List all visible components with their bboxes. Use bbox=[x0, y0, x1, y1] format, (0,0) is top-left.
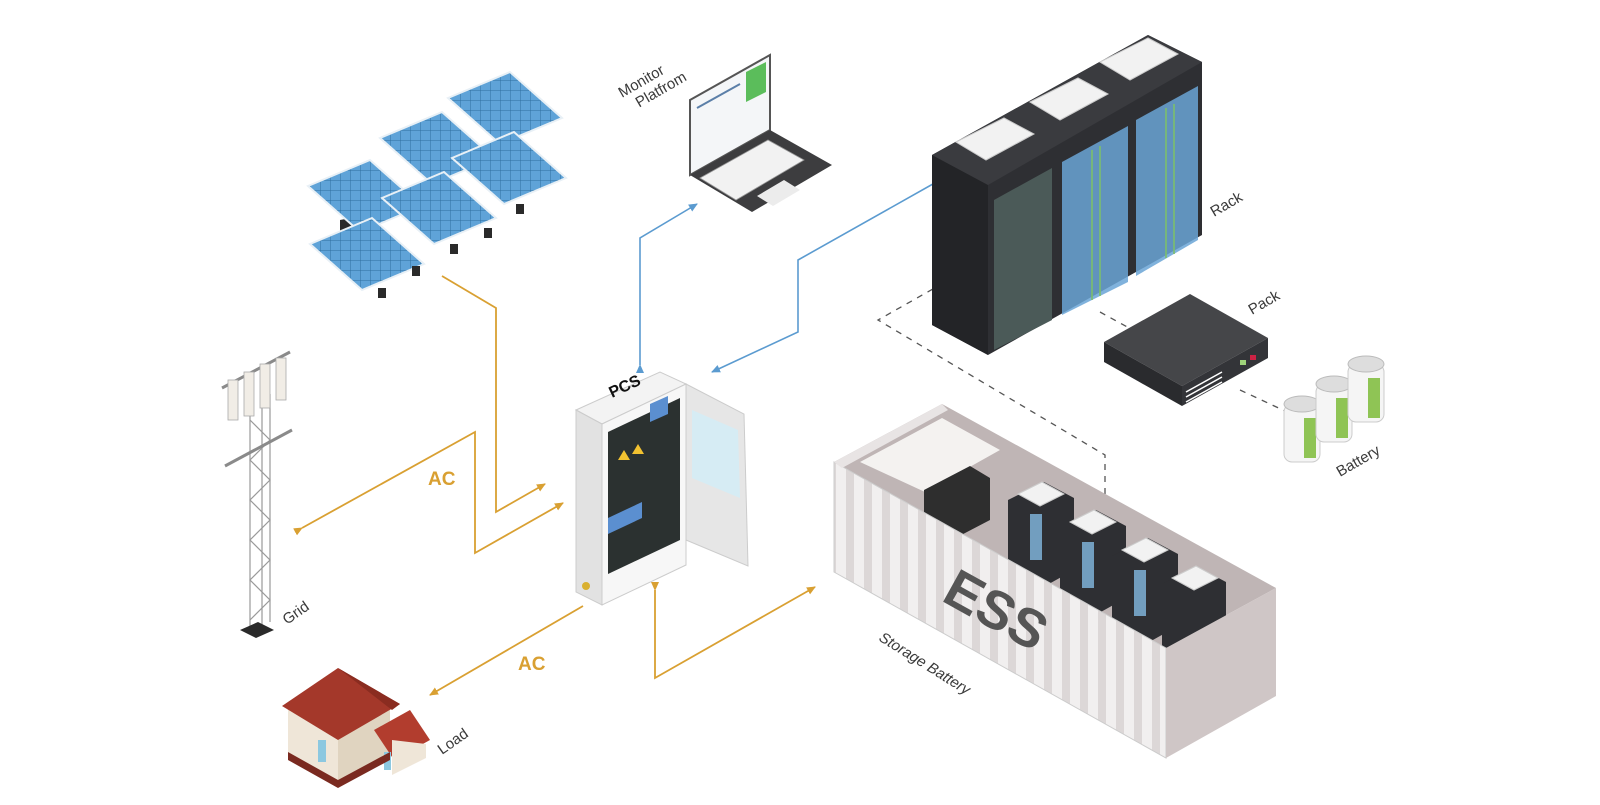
battery-label: Battery bbox=[1334, 442, 1384, 481]
data-line-rack-pcs bbox=[711, 179, 941, 373]
power-line-solar-pcs bbox=[441, 275, 546, 514]
ac-label-grid: AC bbox=[428, 469, 456, 490]
dashed-line-ess-rack bbox=[876, 284, 1106, 518]
power-line-pcs-ess bbox=[651, 582, 816, 680]
monitor-label: Monitor Platfrom bbox=[616, 54, 690, 116]
house-load-icon bbox=[282, 668, 430, 788]
laptop-monitor-icon bbox=[689, 53, 832, 212]
rack-label: Rack bbox=[1208, 188, 1247, 220]
pack-label: Pack bbox=[1246, 287, 1284, 319]
grid-tower-icon bbox=[221, 350, 293, 638]
data-line-pcs-monitor bbox=[636, 203, 698, 373]
battery-cells-icon bbox=[1283, 355, 1385, 463]
connections bbox=[293, 179, 1301, 696]
grid-label: Grid bbox=[280, 598, 313, 628]
rack-cabinet-icon bbox=[932, 35, 1202, 355]
battery-pack-icon bbox=[1104, 294, 1268, 406]
power-line-grid-pcs bbox=[293, 430, 564, 555]
solar-array-icon bbox=[306, 70, 568, 298]
ac-label-load: AC bbox=[518, 654, 546, 675]
ess-container-icon bbox=[833, 404, 1276, 759]
power-line-pcs-load bbox=[429, 605, 584, 696]
load-label: Load bbox=[435, 725, 472, 758]
pcs-cabinet-icon bbox=[574, 371, 749, 606]
